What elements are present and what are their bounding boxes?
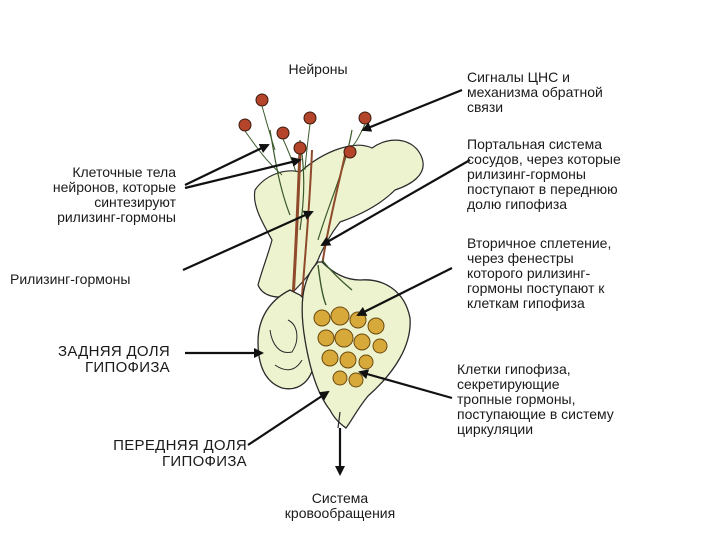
gland-cell: [333, 371, 347, 385]
neuron-body: [277, 127, 289, 139]
gland-cell: [314, 310, 330, 326]
label-cns-signals: Сигналы ЦНС и механизма обратной связи: [467, 70, 603, 115]
neuron-body: [359, 112, 371, 124]
arrow-anterior-lobe: [248, 392, 328, 445]
label-portal-system: Портальная система сосудов, через которы…: [467, 137, 621, 212]
label-circulation: Система кровообращения: [260, 491, 420, 521]
neuron-body: [304, 112, 316, 124]
neuron-body: [239, 119, 251, 131]
gland-cell: [322, 350, 338, 366]
label-posterior-lobe: ЗАДНЯЯ ДОЛЯ ГИПОФИЗА: [10, 344, 170, 376]
neuron-body: [294, 142, 306, 154]
neuron-body: [256, 94, 268, 106]
label-secondary-plexus: Вторичное сплетение, через фенестры кото…: [467, 236, 611, 311]
label-releasing-hormones: Рилизинг-гормоны: [10, 272, 130, 287]
label-cell-bodies: Клеточные тела нейронов, которые синтези…: [10, 165, 176, 225]
gland-cell: [340, 352, 356, 368]
neuron-body: [344, 146, 356, 158]
label-neurons: Нейроны: [268, 62, 368, 77]
gland-cell: [368, 318, 384, 334]
label-anterior-lobe: ПЕРЕДНЯЯ ДОЛЯ ГИПОФИЗА: [10, 438, 247, 470]
gland-cell: [335, 329, 353, 347]
gland-cell: [318, 330, 334, 346]
arrow-cns-signals: [363, 90, 462, 130]
gland-cell: [331, 307, 349, 325]
hypothalamus-tissue: [254, 140, 423, 297]
label-pituitary-cells: Клетки гипофиза, секретирующие тропные г…: [457, 362, 614, 437]
gland-cell: [373, 339, 387, 353]
gland-cell: [349, 373, 363, 387]
gland-cell: [359, 355, 373, 369]
gland-cell: [354, 334, 370, 350]
